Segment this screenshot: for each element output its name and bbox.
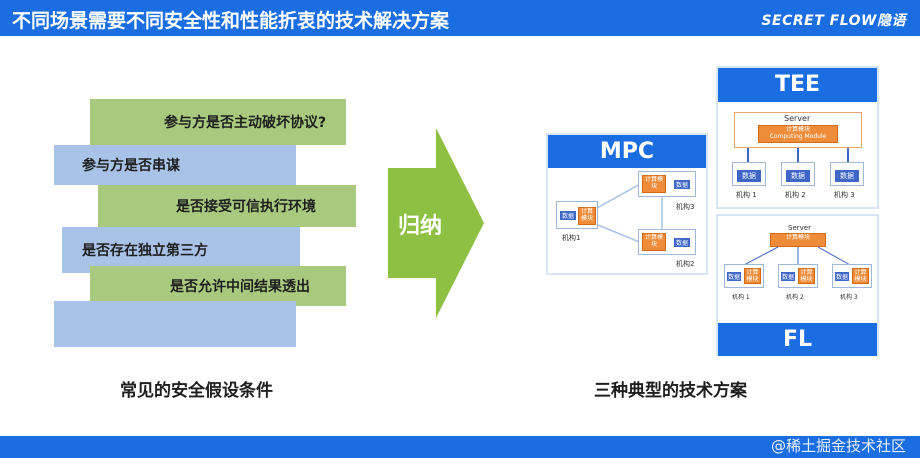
tee-party-label: 机构 3 [834,191,855,199]
arrow-label: 归纳 [398,214,443,239]
assumption-strip: 参与方是否主动破坏协议? [90,99,346,145]
fl-title: FL [718,323,877,356]
arrow-shape [388,128,484,318]
tee-party-label: 机构 2 [785,191,806,199]
tee-links [747,148,849,164]
summarize-arrow: 归纳 [388,128,484,318]
fl-module-box: 计算模块 [798,268,815,284]
fl-panel: Server 计算模块 数据 计算模块 数据 计算模块 数据 计算模块 机构 1… [716,214,879,356]
mpc-party-label: 机构1 [562,234,581,242]
assumption-strip-blank [54,301,296,347]
assumption-strip: 参与方是否串谋 [54,145,296,185]
mpc-module-box: 计算模块 [642,233,666,251]
assumptions-caption: 常见的安全假设条件 [120,381,273,401]
solutions-caption: 三种典型的技术方案 [594,381,747,401]
mpc-party-label: 机构2 [676,260,695,268]
brand-logo: SECRET FLOW隐语 [761,13,906,29]
fl-module-box: 计算模块 [852,268,869,284]
tee-title: TEE [718,68,877,102]
fl-party-label: 机构 2 [786,294,804,301]
tee-panel: TEE Server 计算模块 Computing Module 数据 数据 数… [716,66,879,209]
fl-server-label: Server [788,224,811,232]
assumption-strip: 是否接受可信执行环境 [98,185,356,227]
fl-data-box: 数据 [781,272,795,281]
tee-server-label: Server [784,114,811,123]
fl-data-box: 数据 [727,272,741,281]
mpc-party-label: 机构3 [676,203,695,211]
fl-module-box: 计算模块 [770,233,826,247]
fl-links [741,246,853,267]
tee-data-box: 数据 [785,169,811,183]
page-title: 不同场景需要不同安全性和性能折衷的技术解决方案 [12,10,450,32]
tee-module-box: 计算模块 Computing Module [758,125,838,143]
fl-module-box: 计算模块 [744,268,761,284]
header-bar: 不同场景需要不同安全性和性能折衷的技术解决方案 SECRET FLOW隐语 [0,0,920,36]
fl-party-label: 机构 1 [732,294,750,301]
tee-data-box: 数据 [736,169,762,183]
assumption-strip: 是否存在独立第三方 [62,227,300,273]
mpc-module-box: 计算模块 [578,207,596,225]
mpc-title: MPC [548,135,706,168]
watermark: @稀土掘金技术社区 [770,437,906,455]
tee-data-box: 数据 [834,169,860,183]
fl-party-label: 机构 3 [840,294,858,301]
tee-party-label: 机构 1 [736,191,757,199]
assumption-strip: 是否允许中间结果透出 [90,266,346,306]
mpc-data-box: 数据 [674,180,690,189]
mpc-module-box: 计算模块 [642,175,666,193]
mpc-data-box: 数据 [674,238,690,247]
footer-bar [0,436,920,458]
mpc-panel: MPC 数据 计算模块 机构1 计算模块 数据 机构3 计算模块 数据 机构2 [546,133,708,275]
mpc-data-box: 数据 [560,211,576,220]
fl-data-box: 数据 [835,272,849,281]
